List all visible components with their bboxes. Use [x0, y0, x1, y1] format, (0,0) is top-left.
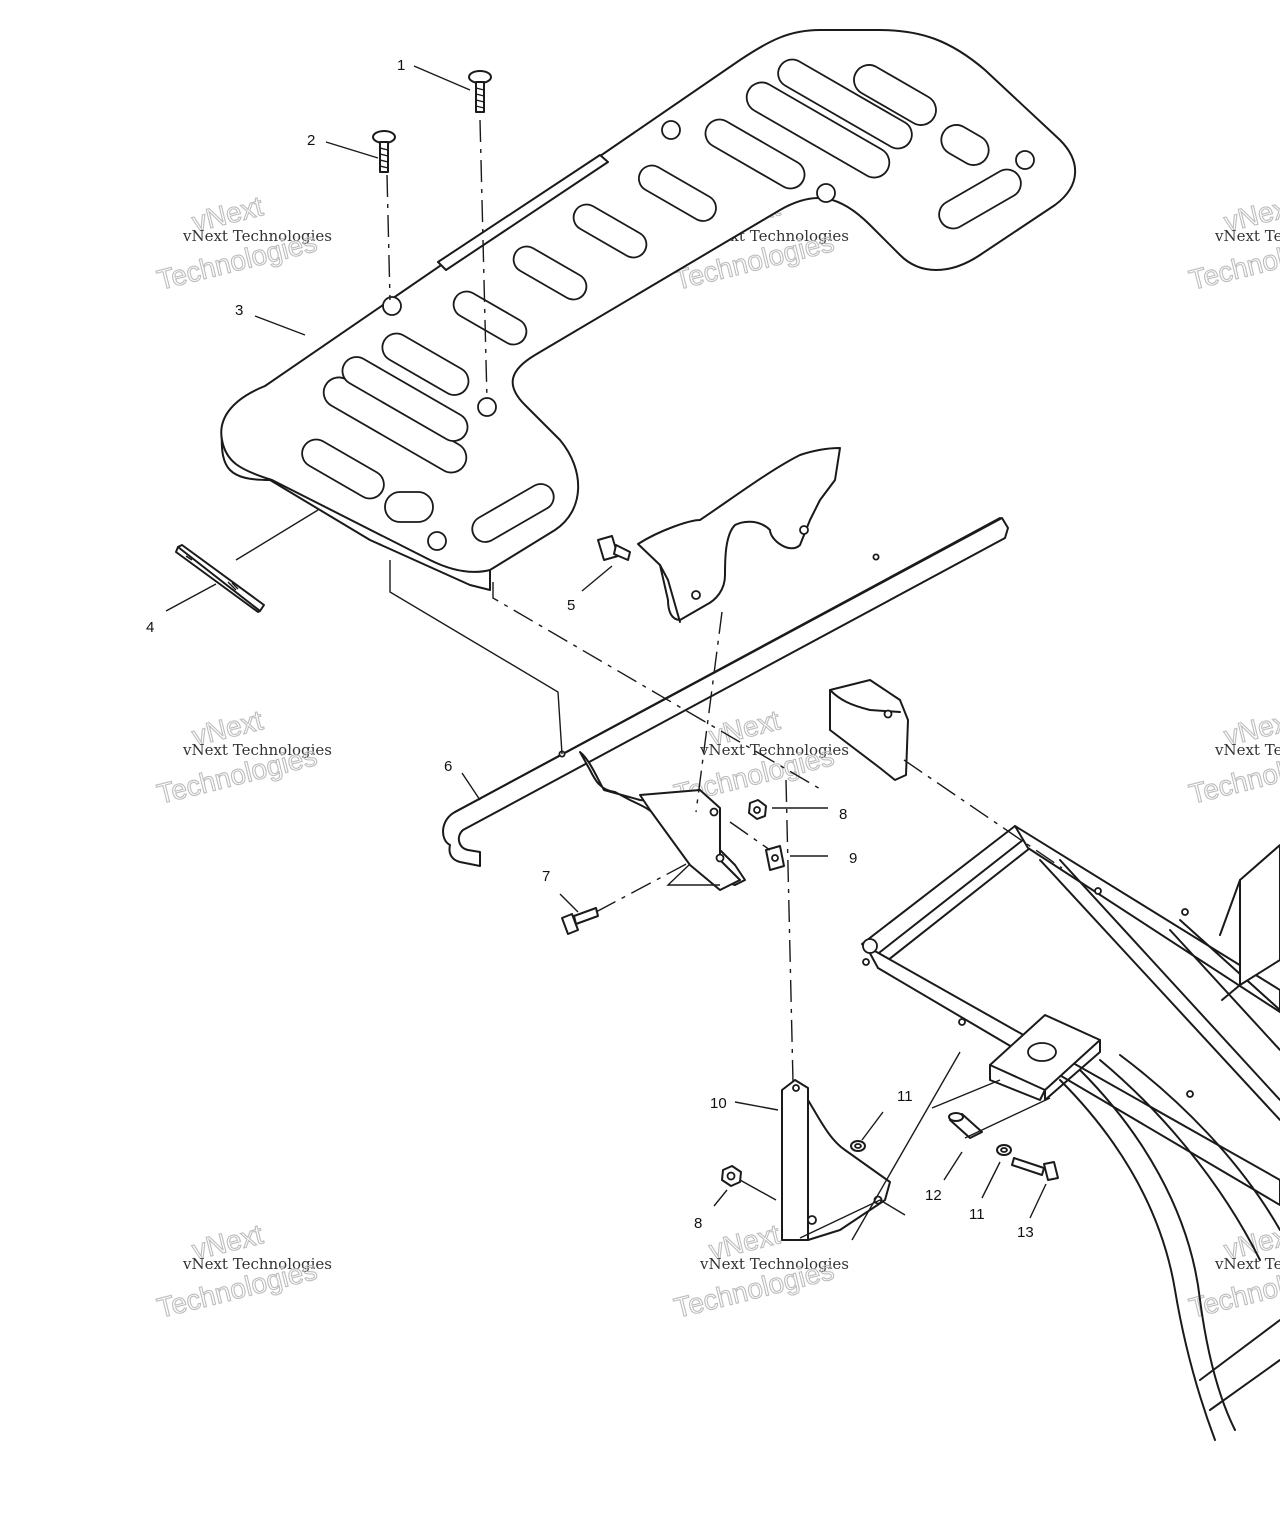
- screw-part-2: [372, 130, 396, 173]
- svg-text:vNext Technologies: vNext Technologies: [182, 1255, 332, 1273]
- callout-11-right: 11: [969, 1206, 985, 1223]
- callout-1: 1: [397, 57, 405, 74]
- mounting-bracket-upper: [637, 447, 841, 623]
- callout-10: 10: [710, 1095, 727, 1112]
- reflector-part-4: [175, 544, 265, 613]
- callout-4: 4: [146, 619, 154, 636]
- bolt-part-7: [561, 907, 599, 935]
- callout-8: 8: [839, 806, 847, 823]
- nut-part-8-lower: [721, 1165, 742, 1187]
- callout-5: 5: [567, 597, 575, 614]
- washer-part-11: [850, 1140, 866, 1152]
- svg-text:vNext Technologies: vNext Technologies: [182, 227, 332, 245]
- svg-text:vNext Technologies: vNext Technologies: [699, 1255, 849, 1273]
- washer-part-11-right: [996, 1144, 1012, 1156]
- callout-12: 12: [925, 1187, 942, 1204]
- watermark: vNext vNext Technologies Technologies: [153, 1218, 332, 1325]
- nut-part-8: [748, 799, 767, 820]
- watermark: vNext vNext Technologies Technologies: [153, 190, 332, 297]
- callout-7: 7: [542, 868, 550, 885]
- rack-slots: [301, 58, 1035, 551]
- callout-13: 13: [1017, 1224, 1034, 1241]
- callout-labels: 1 2 3 4 5 6 7 8 9 10 11 8 12 11 13: [146, 57, 1034, 1241]
- screw-part-1: [468, 70, 492, 113]
- spacer-part-12: [948, 1112, 983, 1139]
- callout-2: 2: [307, 132, 315, 149]
- rear-rack: [220, 29, 1077, 591]
- callout-leaders: [165, 65, 1047, 1219]
- callout-11: 11: [897, 1088, 913, 1105]
- callout-9: 9: [849, 850, 857, 867]
- watermark: vNext vNext Technologies Technologies: [1185, 704, 1280, 811]
- svg-text:vNext Technologies: vNext Technologies: [182, 741, 332, 759]
- lower-support-part-10: [781, 1079, 891, 1241]
- callout-6: 6: [444, 758, 452, 775]
- svg-text:vNext Technologies: vNext Technologies: [699, 741, 849, 759]
- watermark: vNext vNext Technologies Technologies: [1185, 190, 1280, 297]
- svg-text:vNext Technologies: vNext Technologies: [1214, 227, 1280, 245]
- watermark: vNext vNext Technologies Technologies: [153, 704, 332, 811]
- bolt-part-13: [1011, 1157, 1059, 1181]
- vehicle-frame: [861, 825, 1280, 1441]
- callout-8-lower: 8: [694, 1215, 702, 1232]
- lower-bracket-right: [829, 679, 909, 781]
- assembly-lines: [235, 119, 1063, 1241]
- callout-3: 3: [235, 302, 243, 319]
- watermark: vNext vNext Technologies Technologies: [1185, 1218, 1280, 1325]
- lower-bracket-left: [579, 751, 746, 891]
- clip-nut-part-9: [765, 845, 785, 871]
- svg-text:vNext Technologies: vNext Technologies: [1214, 741, 1280, 759]
- svg-text:vNext Technologies: vNext Technologies: [1214, 1255, 1280, 1273]
- bolt-part-5: [597, 535, 631, 561]
